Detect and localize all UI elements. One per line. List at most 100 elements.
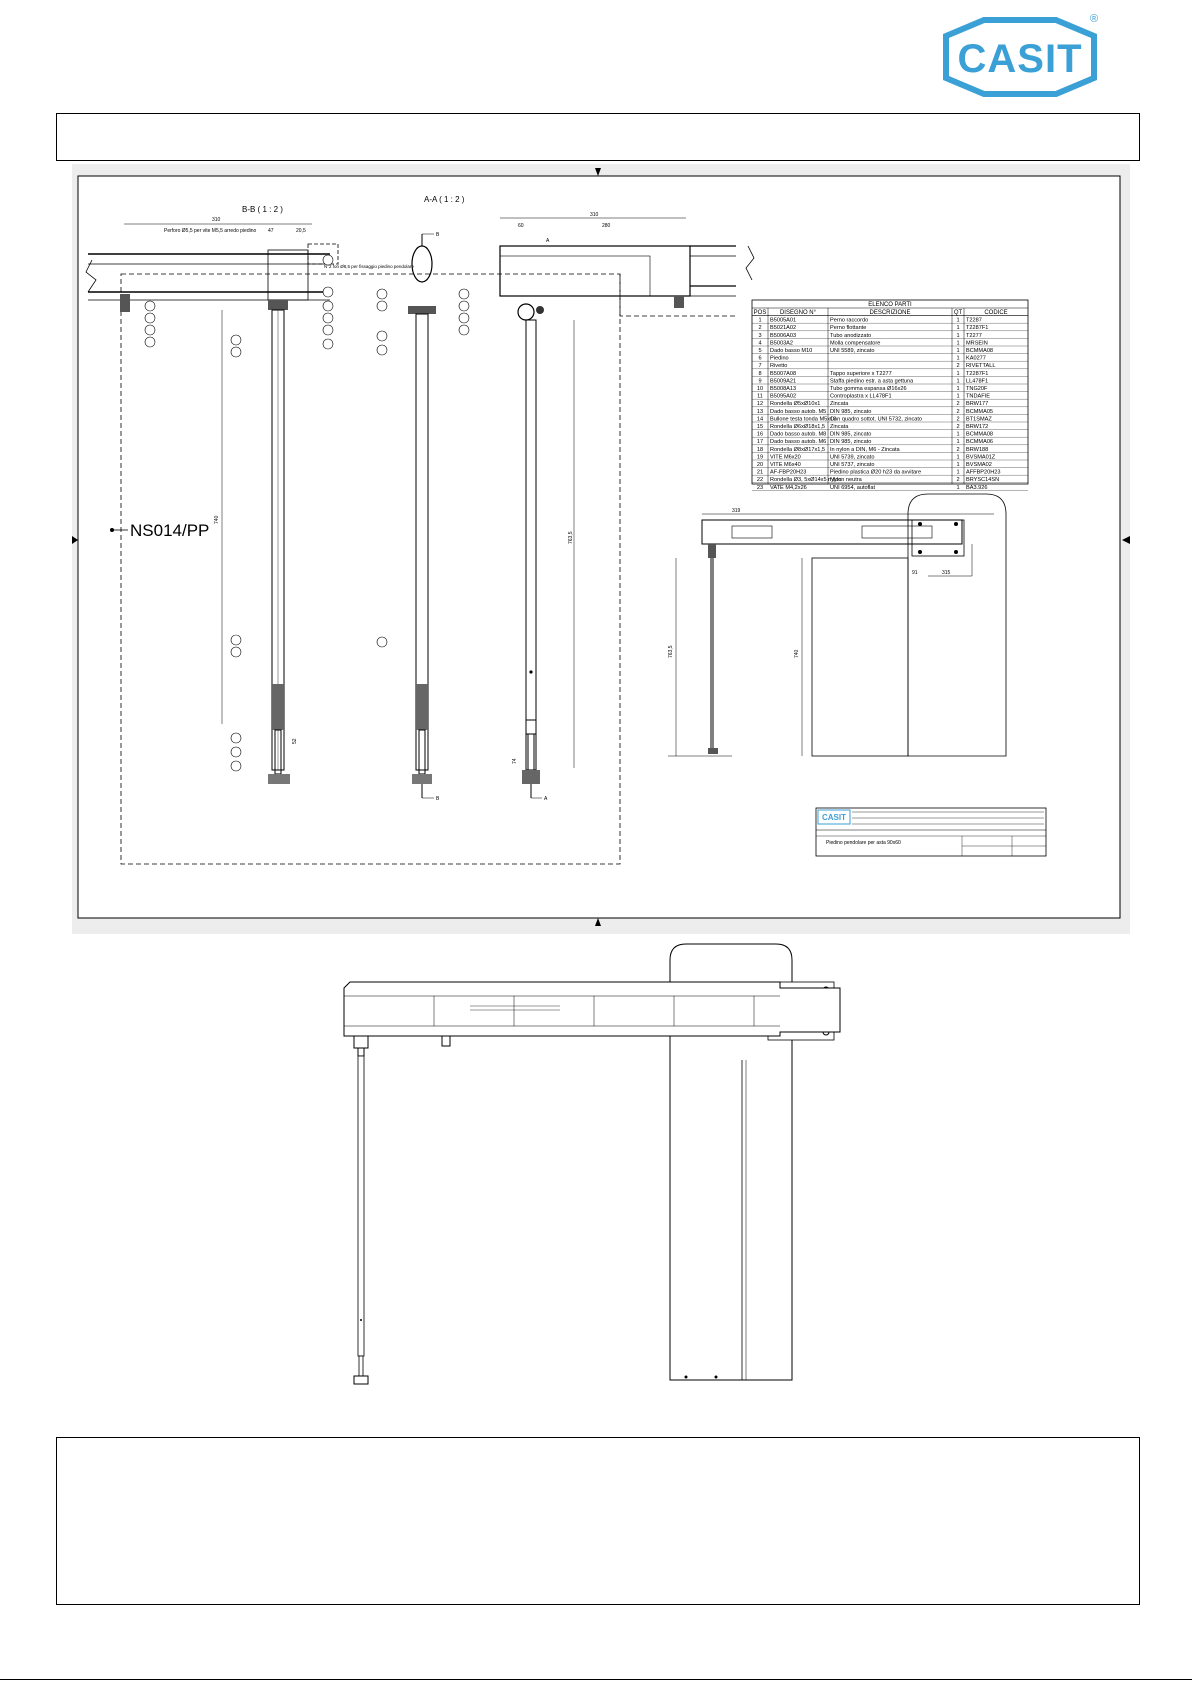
parts-table-header: DISEGNO N° xyxy=(780,310,817,316)
parts-table-cell: 2 xyxy=(956,424,959,430)
parts-table-cell: Molla compensatore xyxy=(830,340,880,346)
svg-text:60: 60 xyxy=(518,223,524,229)
parts-table-cell: BRW177 xyxy=(966,401,988,407)
parts-table-cell: Con quadro sottot. UNI 5732, zincato xyxy=(830,416,922,422)
svg-text:319: 319 xyxy=(732,508,741,514)
parts-table-cell: T2287F1 xyxy=(966,371,988,377)
parts-table-header: QT xyxy=(954,310,963,316)
parts-table-cell: 10 xyxy=(757,386,763,392)
svg-text:763,5: 763,5 xyxy=(568,531,574,544)
parts-table-cell: LL478F1 xyxy=(966,378,988,384)
parts-table-cell: 8 xyxy=(758,371,761,377)
parts-table-cell: KA0277 xyxy=(966,356,986,362)
parts-table-cell: 12 xyxy=(757,401,763,407)
parts-table-cell: 5 xyxy=(758,348,761,354)
svg-text:B: B xyxy=(436,796,440,802)
parts-table-cell: BRW188 xyxy=(966,447,988,453)
parts-table-cell: 1 xyxy=(956,485,959,491)
svg-text:91: 91 xyxy=(912,570,918,576)
parts-table-cell: Tappo superiore x T2277 xyxy=(830,371,892,377)
parts-table-cell: BCMMA08 xyxy=(966,348,993,354)
svg-text:CASIT: CASIT xyxy=(958,37,1083,81)
svg-text:740: 740 xyxy=(214,515,220,524)
parts-table-cell: T2287 xyxy=(966,318,982,324)
parts-table-cell: 1 xyxy=(956,356,959,362)
parts-table-cell: 2 xyxy=(956,363,959,369)
parts-table-cell: 14 xyxy=(757,416,763,422)
parts-table-cell: VITE M6x40 xyxy=(770,462,801,468)
parts-table-cell: BRW172 xyxy=(966,424,988,430)
parts-table-cell: Nylon neutra xyxy=(830,477,863,483)
parts-table-cell: UNI 5589, zincato xyxy=(830,348,874,354)
title-box xyxy=(56,113,1140,161)
svg-text:20,5: 20,5 xyxy=(296,228,306,234)
parts-table-cell: BCMMA08 xyxy=(966,432,993,438)
parts-table-cell: Rondella Ø8xØ17x1,5 xyxy=(770,447,825,453)
parts-table-cell: Dado basso autob. M5 xyxy=(770,409,826,415)
parts-table-cell: TNG20F xyxy=(966,386,988,392)
title-block: CASIT Piedino pendolare per asta 90x60 xyxy=(815,807,1047,857)
parts-table-cell: 1 xyxy=(956,333,959,339)
parts-table-cell: 1 xyxy=(956,462,959,468)
parts-table-cell: B5008A13 xyxy=(770,386,796,392)
svg-text:ELENCO PARTI: ELENCO PARTI xyxy=(868,302,912,308)
parts-table-cell: 2 xyxy=(956,477,959,483)
svg-text:Perforo Ø5,5 per vite M5,5 arr: Perforo Ø5,5 per vite M5,5 arredo piedin… xyxy=(164,228,256,234)
parts-table-cell: Tubo anodizzato xyxy=(830,333,871,339)
parts-table-cell: 23 xyxy=(757,485,763,491)
parts-table-cell: 21 xyxy=(757,470,763,476)
parts-table-cell: UNI 5739, zincato xyxy=(830,454,874,460)
svg-text:47: 47 xyxy=(268,228,274,234)
parts-table-cell: UNI 6954, autoflat xyxy=(830,485,876,491)
parts-table-cell: BT1SMAZ xyxy=(966,416,992,422)
parts-table-cell: 1 xyxy=(956,348,959,354)
parts-table-cell: 1 xyxy=(956,386,959,392)
parts-table-cell: 2 xyxy=(956,447,959,453)
svg-text:A: A xyxy=(544,796,548,802)
parts-table-cell: 15 xyxy=(757,424,763,430)
parts-table-cell: B5006A03 xyxy=(770,333,796,339)
parts-table-cell: 2 xyxy=(956,416,959,422)
svg-text:763,5: 763,5 xyxy=(668,645,674,658)
parts-table-cell: 1 xyxy=(956,325,959,331)
parts-table-cell: B5007A08 xyxy=(770,371,796,377)
parts-table-cell: 1 xyxy=(956,371,959,377)
parts-table-cell: Controplastra x LL478F1 xyxy=(830,394,892,400)
parts-table-cell: 1 xyxy=(956,318,959,324)
parts-table-cell: DIN 985, zincato xyxy=(830,409,871,415)
parts-table-cell: 1 xyxy=(956,340,959,346)
parts-table-cell: Perno raccordo xyxy=(830,318,868,324)
parts-table-cell: B5095A02 xyxy=(770,394,796,400)
parts-table-cell: Bullone testa tonda M5x16 xyxy=(770,416,836,422)
parts-table-cell: Dado basso autob. M6 xyxy=(770,439,826,445)
parts-table-cell: 2 xyxy=(956,401,959,407)
parts-table-cell: BA3.926 xyxy=(966,485,987,491)
parts-table-cell: B5021A02 xyxy=(770,325,796,331)
parts-table-cell: 17 xyxy=(757,439,763,445)
parts-table-cell: AFFBP20H23 xyxy=(966,470,1001,476)
svg-text:310: 310 xyxy=(590,212,599,218)
parts-table-cell: 19 xyxy=(757,454,763,460)
parts-table-cell: 20 xyxy=(757,462,763,468)
parts-table-cell: 1 xyxy=(956,454,959,460)
parts-table-cell: Piedino xyxy=(770,356,789,362)
parts-table-cell: 7 xyxy=(758,363,761,369)
parts-table-cell: In nylon a DIN, M6 - Zincata xyxy=(830,447,901,453)
parts-table-cell: 1 xyxy=(956,470,959,476)
parts-table-cell: Staffa piedino estr. a asta gettuna xyxy=(830,378,914,384)
section-aa-view: 310 60 280 A 763,5 74 A xyxy=(499,212,755,802)
parts-table-cell: AF-FBP20H23 xyxy=(770,470,806,476)
footer-rule xyxy=(0,1679,1192,1680)
parts-table-cell: VITE M6x20 xyxy=(770,454,801,460)
parts-table-cell: MRSEIN xyxy=(966,340,988,346)
parts-table-cell: 1 xyxy=(956,394,959,400)
parts-table-cell: TNDAFIE xyxy=(966,394,990,400)
section-mid-view: B B xyxy=(376,232,470,802)
parts-table-cell: Tubo gomma espansa Ø16x26 xyxy=(830,386,907,392)
parts-table-cell: T2287F1 xyxy=(966,325,988,331)
svg-text:Piedino pendolare per asta 90x: Piedino pendolare per asta 90x60 xyxy=(826,840,901,846)
parts-table-cell: 1 xyxy=(956,432,959,438)
parts-table-cell: 9 xyxy=(758,378,761,384)
parts-table-cell: Zincata xyxy=(830,401,849,407)
